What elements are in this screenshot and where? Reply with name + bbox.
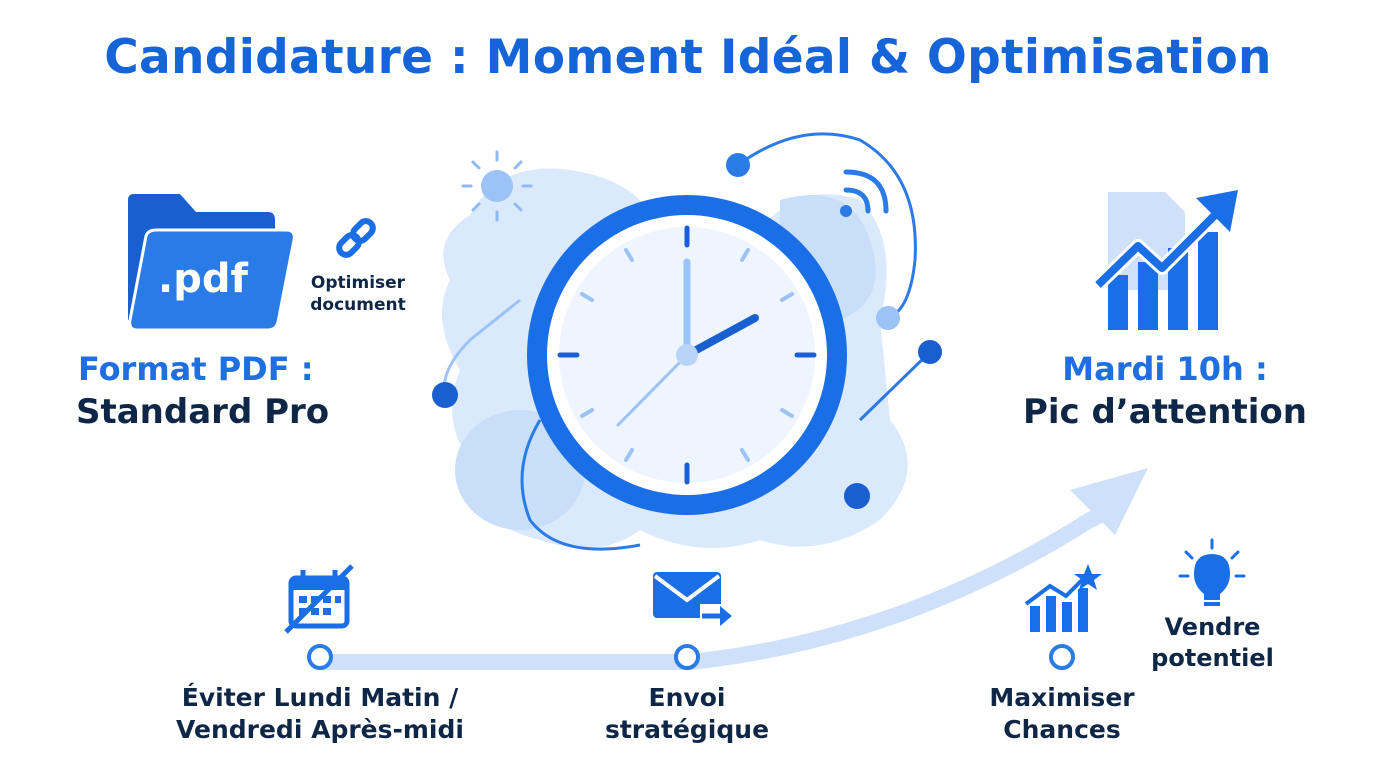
step-maximize-label: Maximiser Chances (967, 682, 1157, 746)
orbit-dot (432, 382, 458, 408)
format-heading: Format PDF : (78, 350, 314, 388)
step-maximize-line2: Chances (1003, 715, 1121, 744)
sell-potential-label: Vendre potentiel (1130, 612, 1295, 674)
wifi-icon (840, 169, 889, 217)
sell-potential-line1: Vendre (1164, 613, 1261, 641)
calendar-crossed-icon (284, 564, 354, 634)
optimize-label-line1: Optimiser (310, 273, 406, 293)
optimize-document-label: Optimiser document (298, 272, 418, 316)
orbit-dot (918, 340, 942, 364)
step-avoid-line2: Vendredi Après-midi (176, 715, 464, 744)
step-send-line1: Envoi (648, 683, 726, 712)
timeline-dot (1049, 644, 1075, 670)
pdf-badge: .pdf (158, 256, 248, 302)
step-send-label: Envoi stratégique (587, 682, 787, 746)
timeline-dot (674, 644, 700, 670)
format-subheading: Standard Pro (76, 392, 330, 432)
timeline-arrow (312, 468, 1148, 670)
page-title: Candidature : Moment Idéal & Optimisatio… (104, 30, 1272, 85)
timeline-dot (307, 644, 333, 670)
orbit-dot (876, 306, 900, 330)
lightbulb-icon (1178, 538, 1246, 606)
chart-star-icon (1023, 564, 1102, 632)
sell-potential-line2: potentiel (1151, 644, 1274, 672)
folder-icon (128, 194, 296, 332)
peak-heading: Mardi 10h : (1062, 350, 1268, 388)
optimize-label-line2: document (310, 295, 406, 315)
step-avoid-label: Éviter Lundi Matin / Vendredi Après-midi (150, 682, 490, 746)
orbit-dot (844, 483, 870, 509)
growth-chart-icon (1093, 190, 1238, 330)
orbit-dot (726, 153, 750, 177)
link-icon (336, 218, 376, 258)
email-send-icon (653, 572, 732, 626)
sun-icon (461, 150, 533, 222)
step-avoid-line1: Éviter Lundi Matin / (181, 683, 459, 712)
step-send-line2: stratégique (604, 715, 770, 744)
step-maximize-line1: Maximiser (989, 683, 1135, 712)
peak-subheading: Pic d’attention (1022, 392, 1307, 432)
clock-icon (527, 195, 847, 515)
